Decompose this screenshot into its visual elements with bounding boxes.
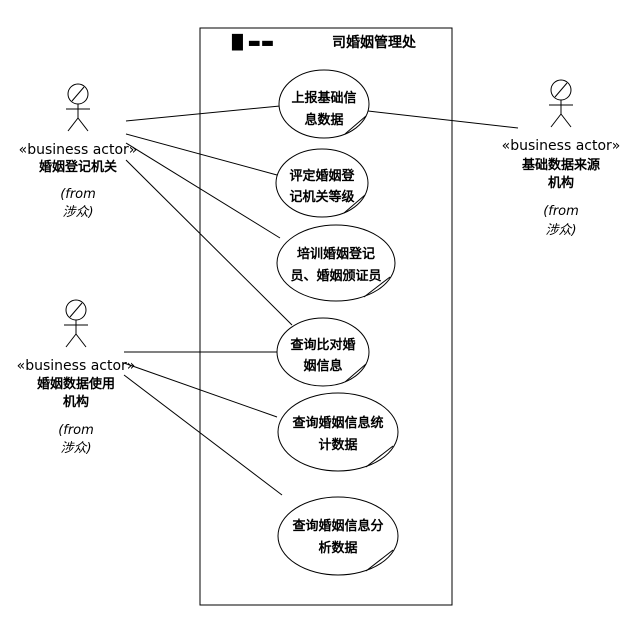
business-use-case-slash — [365, 445, 394, 468]
use-case-query-analysis[interactable]: 查询婚姻信息分 析数据 — [277, 496, 399, 576]
use-case-label: 计数据 — [318, 437, 357, 453]
system-boundary — [199, 27, 453, 606]
actor-from: 涉众) — [545, 223, 576, 238]
stick-figure-icon — [66, 83, 90, 132]
boundary-title-obscured — [230, 33, 330, 49]
actor-registry[interactable]: «business actor» 婚姻登记机关 (from 涉众) — [19, 83, 138, 220]
use-case-label: 息数据 — [304, 112, 343, 128]
actor-from: (from — [543, 204, 579, 219]
assoc-user-uc6 — [123, 374, 283, 496]
use-case-query-compare-marriage-info[interactable]: 查询比对婚 姻信息 — [276, 317, 370, 387]
use-case-label: 姻信息 — [303, 358, 342, 374]
assoc-source-uc1 — [367, 110, 519, 129]
use-case-label: 员、婚姻颁证员 — [290, 268, 381, 284]
business-use-case-slash — [344, 115, 367, 135]
use-case-label: 培训婚姻登记 — [297, 246, 375, 262]
actor-name: 基础数据来源 — [521, 157, 600, 173]
business-use-case-slash — [365, 549, 394, 572]
actor-name: 婚姻登记机关 — [39, 159, 117, 175]
business-use-case-slash — [344, 363, 367, 383]
assoc-registry-uc1 — [125, 105, 281, 122]
use-case-label: 析数据 — [318, 540, 357, 556]
business-use-case-slash — [343, 194, 366, 214]
association-lines — [123, 105, 519, 496]
assoc-registry-uc2 — [125, 133, 278, 176]
use-case-label: 记机关等级 — [289, 189, 355, 205]
actor-name: 婚姻数据使用 — [37, 376, 115, 392]
actor-stereotype: «business actor» — [502, 138, 621, 154]
actor-name: 机构 — [63, 394, 89, 410]
use-case-label: 查询比对婚 — [289, 337, 355, 353]
boundary-title-obscured-prefix: █ ▬▬ — [231, 33, 274, 51]
actor-name: 机构 — [548, 175, 574, 191]
use-case-evaluate-registry-level[interactable]: 评定婚姻登 记机关等级 — [275, 148, 369, 218]
use-case-query-statistics[interactable]: 查询婚姻信息统 计数据 — [277, 392, 399, 472]
use-case-label: 评定婚姻登 — [289, 168, 355, 184]
actor-data-user[interactable]: «business actor» 婚姻数据使用 机构 (from 涉众) — [17, 299, 136, 456]
business-use-case-slash — [363, 276, 391, 298]
assoc-user-uc5 — [123, 362, 278, 418]
use-case-label: 查询婚姻信息统 — [291, 415, 383, 431]
use-case-train-staff[interactable]: 培训婚姻登记 员、婚姻颁证员 — [276, 224, 396, 302]
use-case-label: 上报基础信 — [291, 90, 356, 106]
assoc-registry-uc4 — [125, 159, 293, 326]
stick-figure-icon — [549, 79, 573, 128]
use-case-label: 查询婚姻信息分 — [291, 518, 383, 534]
actor-stereotype: «business actor» — [17, 358, 136, 374]
use-case-report-basic-data[interactable]: 上报基础信 息数据 — [278, 69, 370, 139]
actor-data-source[interactable]: «business actor» 基础数据来源 机构 (from 涉众) — [502, 79, 621, 238]
actor-from: (from — [60, 187, 96, 202]
actor-from: 涉众) — [60, 441, 91, 456]
actor-from: (from — [58, 423, 94, 438]
assoc-registry-uc3 — [125, 142, 281, 239]
actor-from: 涉众) — [62, 205, 93, 220]
stick-figure-icon — [64, 299, 88, 348]
actor-stereotype: «business actor» — [19, 142, 138, 158]
boundary-title: 司婚姻管理处 — [332, 34, 417, 51]
